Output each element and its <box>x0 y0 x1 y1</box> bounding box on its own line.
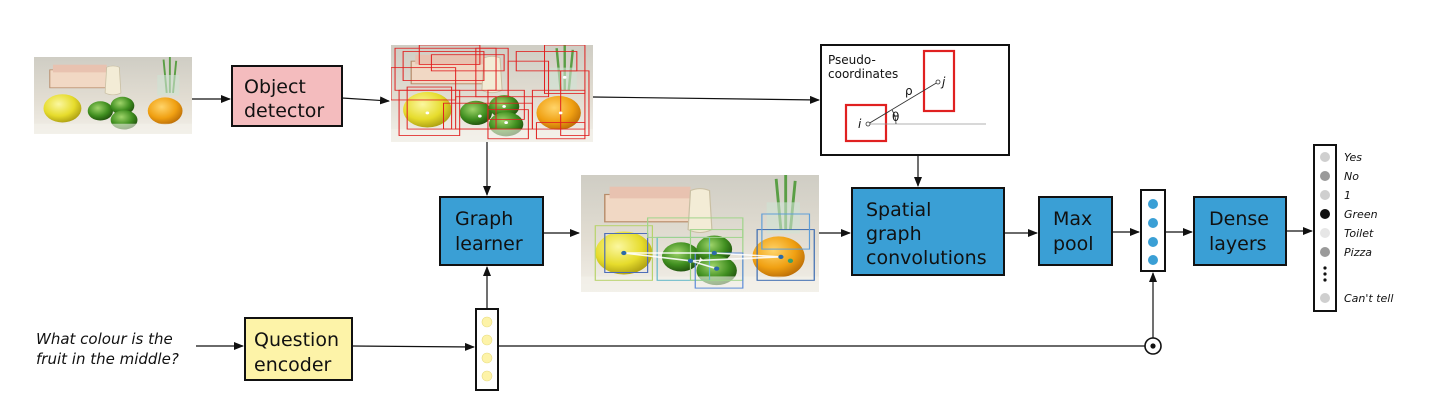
answer-label-cant-tell: Can't tell <box>1344 292 1393 305</box>
answer-dot-no <box>1320 171 1330 181</box>
answer-label-toilet: Toilet <box>1344 227 1374 240</box>
ellipsis-dot <box>1323 266 1327 270</box>
graph-vector-dot <box>1148 199 1158 209</box>
node-j-point <box>935 79 941 85</box>
pseudo-title-1: Pseudo- <box>828 53 876 67</box>
question-vector-dot <box>481 370 493 382</box>
graph-image <box>581 175 819 292</box>
node-j-box <box>922 49 956 113</box>
max-pool-rect <box>1038 196 1113 266</box>
elementwise-product-icon <box>1144 337 1162 355</box>
rho-line <box>867 81 939 125</box>
graph-learner-rect <box>439 196 544 266</box>
question-line-1: What colour is the <box>36 330 173 348</box>
question-encoder-label-1: Question <box>254 329 339 351</box>
graph-learner-box: Graph learner <box>439 196 544 266</box>
node-i-point <box>865 121 871 127</box>
ellipsis-dot <box>1323 278 1327 282</box>
pseudo-title-2: coordinates <box>828 67 898 81</box>
arrow-detections-to-pseudo <box>592 95 820 104</box>
spatial-conv-label-1: Spatial <box>866 199 931 221</box>
node-i-label: i <box>858 117 862 131</box>
connections <box>192 95 1313 351</box>
question-feature-vector <box>475 308 499 391</box>
answer-label-1: 1 <box>1344 189 1351 202</box>
graph-vector-dot <box>1148 237 1158 247</box>
arrow-detector-to-detections <box>341 96 390 105</box>
object-detector-label-1: Object <box>244 76 306 98</box>
dense-layers-label-2: layers <box>1209 233 1267 255</box>
arrow-encoder-to-vector <box>351 342 475 351</box>
answer-label-yes: Yes <box>1344 151 1362 164</box>
answer-dot-1 <box>1320 190 1330 200</box>
spatial-conv-label-2: graph <box>866 223 922 245</box>
max-pool-label-1: Max <box>1053 208 1092 230</box>
question-line-2: fruit in the middle? <box>36 350 179 368</box>
graph-learner-label-2: learner <box>455 233 523 255</box>
object-detector-box: Object detector <box>231 65 343 127</box>
rho-label: ρ <box>905 84 913 98</box>
theta-label: θ <box>892 110 899 124</box>
question-text: What colour is the fruit in the middle? <box>36 330 179 368</box>
graph-vector-dot <box>1148 218 1158 228</box>
answer-dot-pizza <box>1320 247 1330 257</box>
question-vector-dot <box>481 352 493 364</box>
answer-dot-toilet <box>1320 228 1330 238</box>
question-encoder-box: Question encoder <box>244 317 353 381</box>
answer-dot-green <box>1320 209 1330 219</box>
ellipsis-dot <box>1323 272 1327 276</box>
answer-label-pizza: Pizza <box>1344 246 1372 259</box>
spatial-conv-label-3: convolutions <box>866 247 987 269</box>
graph-learner-label-1: Graph <box>455 208 513 230</box>
graph-feature-vector <box>1140 189 1166 272</box>
answer-dot-cant-tell <box>1320 293 1330 303</box>
spatial-conv-rect <box>851 187 1005 276</box>
answer-label-no: No <box>1344 170 1359 183</box>
answer-label-green: Green <box>1344 208 1378 221</box>
object-detector-rect <box>231 65 343 127</box>
node-j-label: j <box>940 75 946 89</box>
question-encoder-label-2: encoder <box>254 354 332 376</box>
max-pool-label-2: pool <box>1053 233 1094 255</box>
question-vector-dot <box>481 316 493 328</box>
question-vector-dot <box>481 334 493 346</box>
spatial-graph-convolutions-box: Spatial graph convolutions <box>851 187 1005 276</box>
question-encoder-rect <box>244 317 353 381</box>
dense-layers-box: Dense layers <box>1193 196 1287 266</box>
detections-image <box>391 45 593 142</box>
object-detector-label-2: detector <box>244 100 324 122</box>
answer-dot-yes <box>1320 152 1330 162</box>
node-i-box <box>844 103 888 143</box>
theta-arc <box>891 109 897 125</box>
max-pool-box: Max pool <box>1038 196 1113 266</box>
dense-layers-label-1: Dense <box>1209 208 1269 230</box>
pseudo-coordinates-panel: Pseudo- coordinates i j ρ θ <box>820 44 1010 156</box>
input-image <box>34 57 192 134</box>
pseudo-panel-frame <box>820 44 1010 156</box>
graph-vector-dot <box>1148 255 1158 265</box>
